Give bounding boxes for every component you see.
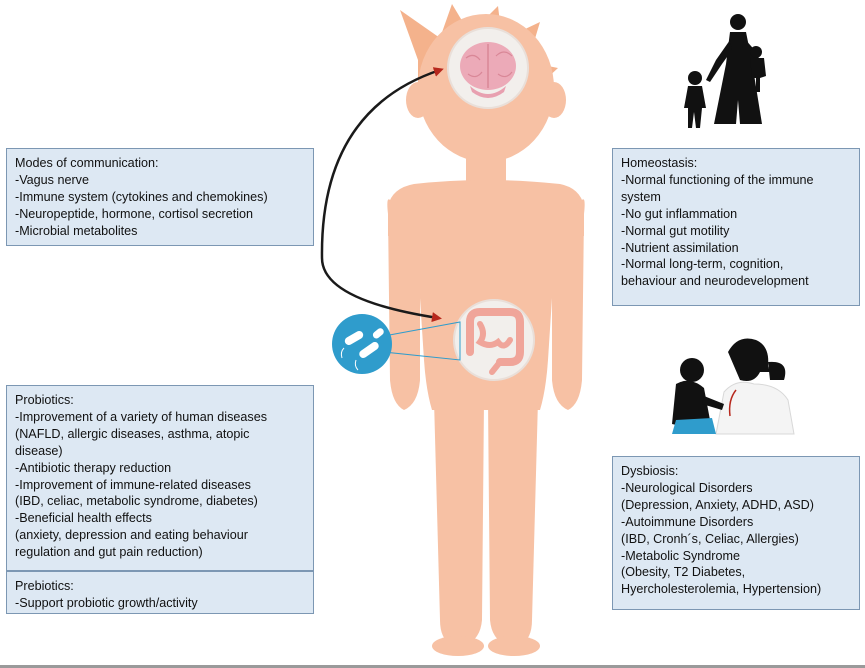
prebiotics-title: Prebiotics: [15, 579, 74, 593]
dysbiosis-line: -Neurological Disorders [621, 480, 753, 495]
homeostasis-box: Homeostasis: -Normal functioning of the … [612, 148, 860, 306]
homeostasis-line: system [621, 189, 661, 204]
communication-item: -Vagus nerve [15, 172, 89, 187]
dysbiosis-line: (Obesity, T2 Diabetes, [621, 565, 746, 580]
probiotics-line: (NAFLD, allergic diseases, asthma, atopi… [15, 426, 250, 441]
dysbiosis-title: Dysbiosis: [621, 464, 679, 478]
mother-children-silhouette-icon [684, 14, 766, 128]
bacteria-icon [332, 314, 461, 374]
homeostasis-line: -Normal gut motility [621, 223, 730, 238]
probiotics-line: (anxiety, depression and eating behaviou… [15, 528, 248, 543]
dysbiosis-line: (Depression, Anxiety, ADHD, ASD) [621, 497, 814, 512]
doctor-patient-silhouette-icon [672, 338, 795, 435]
communication-item: -Immune system (cytokines and chemokines… [15, 189, 268, 204]
prebiotics-box: Prebiotics: -Support probiotic growth/ac… [6, 571, 314, 614]
dysbiosis-line: Hyercholesterolemia, Hypertension) [621, 582, 822, 597]
homeostasis-title: Homeostasis: [621, 156, 698, 170]
homeostasis-line: -Normal functioning of the immune [621, 172, 814, 187]
communication-item: -Microbial metabolites [15, 223, 138, 238]
probiotics-title: Probiotics: [15, 393, 74, 407]
dysbiosis-line: -Autoimmune Disorders [621, 514, 754, 529]
probiotics-box: Probiotics: -Improvement of a variety of… [6, 385, 314, 571]
probiotics-line: regulation and gut pain reduction) [15, 545, 203, 560]
probiotics-line: -Antibiotic therapy reduction [15, 460, 172, 475]
arrow-to-gut [320, 257, 442, 323]
dysbiosis-box: Dysbiosis: -Neurological Disorders (Depr… [612, 456, 860, 610]
arrow-to-brain [320, 67, 444, 259]
bottom-divider [0, 665, 865, 668]
communication-box: Modes of communication: -Vagus nerve -Im… [6, 148, 314, 246]
probiotics-line: (IBD, celiac, metabolic syndrome, diabet… [15, 494, 258, 509]
communication-item: -Neuropeptide, hormone, cortisol secreti… [15, 206, 254, 221]
probiotics-line: -Improvement of a variety of human disea… [15, 409, 267, 424]
homeostasis-line: -Normal long-term, cognition, [621, 257, 784, 272]
homeostasis-line: -Nutrient assimilation [621, 240, 739, 255]
prebiotics-line: -Support probiotic growth/activity [15, 595, 198, 610]
homeostasis-line: -No gut inflammation [621, 206, 738, 221]
dysbiosis-line: -Metabolic Syndrome [621, 548, 740, 563]
gut-brain-axis-arrows [320, 67, 444, 323]
brain-icon [447, 27, 529, 109]
homeostasis-line: behaviour and neurodevelopment [621, 274, 809, 289]
probiotics-line: disease) [15, 443, 63, 458]
intestine-icon [453, 299, 535, 381]
probiotics-line: -Beneficial health effects [15, 511, 152, 526]
dysbiosis-line: (IBD, Cronh´s, Celiac, Allergies) [621, 531, 799, 546]
communication-title: Modes of communication: [15, 156, 159, 170]
probiotics-line: -Improvement of immune-related diseases [15, 477, 251, 492]
